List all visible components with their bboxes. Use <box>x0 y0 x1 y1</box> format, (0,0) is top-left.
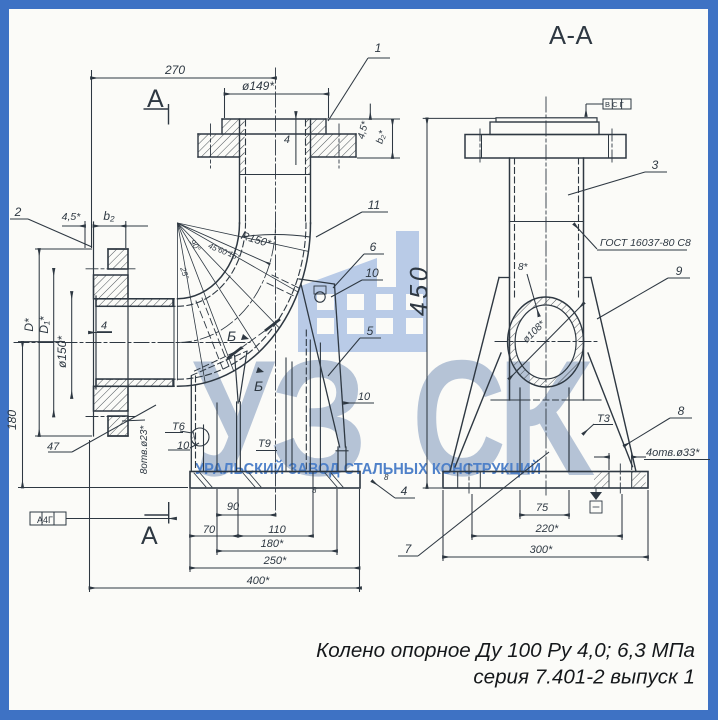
svg-text:10: 10 <box>358 391 371 403</box>
svg-text:11: 11 <box>368 198 380 212</box>
svg-text:серия 7.401-2 выпуск 1: серия 7.401-2 выпуск 1 <box>473 666 695 689</box>
svg-text:8отв.ø23*: 8отв.ø23* <box>139 425 150 475</box>
svg-text:110: 110 <box>268 524 286 536</box>
svg-text:10: 10 <box>365 266 379 280</box>
svg-text:D*: D* <box>22 318 36 332</box>
svg-text:2: 2 <box>14 205 22 219</box>
svg-text:З: З <box>270 326 368 510</box>
svg-text:А: А <box>141 522 158 550</box>
svg-text:4,5*: 4,5* <box>62 211 82 223</box>
svg-text:ø149*: ø149* <box>242 79 274 93</box>
svg-text:8: 8 <box>678 404 685 418</box>
svg-text:6: 6 <box>370 240 377 254</box>
svg-text:b₂: b₂ <box>103 209 115 223</box>
svg-text:75: 75 <box>536 502 549 514</box>
svg-text:Б: Б <box>254 378 263 394</box>
svg-text:Т9: Т9 <box>258 438 271 450</box>
svg-text:ø150*: ø150* <box>55 336 69 368</box>
svg-text:250*: 250* <box>263 555 287 567</box>
svg-text:ГОСТ 16037-80 С8: ГОСТ 16037-80 С8 <box>600 237 691 249</box>
svg-text:8*: 8* <box>518 262 529 273</box>
svg-text:4: 4 <box>401 484 408 498</box>
svg-text:180: 180 <box>5 410 19 430</box>
svg-text:4отв.ø33*: 4отв.ø33* <box>646 447 700 459</box>
svg-text:10: 10 <box>177 440 190 452</box>
svg-text:b₂*: b₂* <box>375 128 389 145</box>
svg-text:9: 9 <box>676 264 683 278</box>
svg-text:1: 1 <box>375 41 382 55</box>
svg-text:Б: Б <box>227 328 236 344</box>
svg-text:В С Г: В С Г <box>605 100 624 109</box>
svg-text:180*: 180* <box>261 538 284 550</box>
svg-text:450: 450 <box>406 264 434 316</box>
svg-text:4: 4 <box>101 320 107 332</box>
svg-text:220*: 220* <box>535 523 559 535</box>
svg-text:3: 3 <box>652 158 659 172</box>
svg-text:УРАЛЬСКИЙ ЗАВОД СТАЛЬНЫХ КОНСТ: УРАЛЬСКИЙ ЗАВОД СТАЛЬНЫХ КОНСТРУКЦИЙ <box>195 460 541 478</box>
svg-text:90: 90 <box>227 501 240 513</box>
svg-text:А: А <box>147 85 164 113</box>
svg-text:300*: 300* <box>530 544 553 556</box>
svg-text:Т6: Т6 <box>172 421 186 433</box>
svg-text:7: 7 <box>405 542 413 556</box>
svg-text:400*: 400* <box>247 575 270 587</box>
svg-text:8: 8 <box>312 486 317 495</box>
svg-text:А-А: А-А <box>549 22 593 50</box>
svg-text:А4Г: А4Г <box>37 515 53 525</box>
svg-text:25°: 25° <box>178 265 191 281</box>
svg-text:270: 270 <box>164 63 185 77</box>
svg-text:С: С <box>412 326 506 510</box>
svg-text:Колено опорное Ду 100 Ру 4,0;: Колено опорное Ду 100 Ру 4,0; 6,3 МПа <box>316 639 695 662</box>
svg-text:8: 8 <box>384 473 389 482</box>
svg-text:4: 4 <box>284 134 290 146</box>
svg-text:Т3: Т3 <box>597 413 611 425</box>
svg-text:70: 70 <box>203 524 216 536</box>
svg-text:5: 5 <box>367 324 374 338</box>
svg-text:D₁*: D₁* <box>37 316 51 333</box>
svg-text:4,5*: 4,5* <box>356 119 372 140</box>
svg-text:47: 47 <box>47 441 60 453</box>
